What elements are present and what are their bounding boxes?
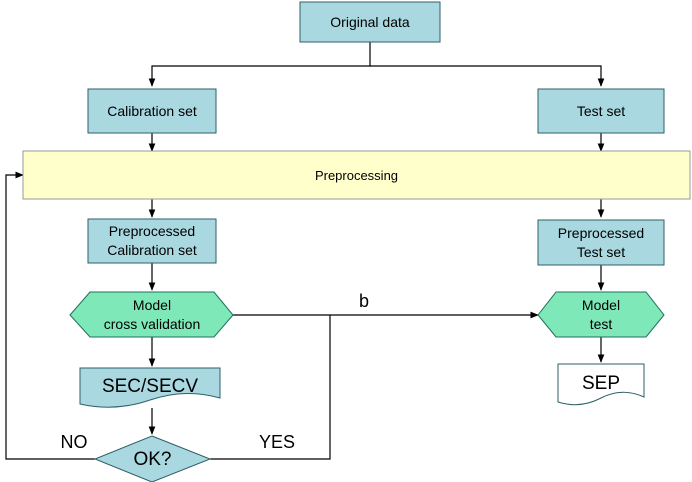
node-ok: OK?	[133, 448, 172, 470]
node-test-set: Test set	[576, 102, 626, 119]
node-model-cross-validation: Model cross validation	[103, 296, 201, 332]
node-original-data: Original data	[330, 13, 410, 30]
box-calibration-set	[87, 88, 217, 134]
hexagon-model-test	[537, 291, 665, 338]
node-preprocessed-calibration-set: Preprocessed Calibration set	[107, 223, 197, 258]
box-preprocessing	[22, 150, 691, 200]
node-preprocessing: Preprocessing	[314, 167, 399, 183]
node-calibration-set: Calibration set	[107, 102, 197, 119]
arrow-original-to-calibration	[148, 42, 371, 87]
hexagon-model-cross-validation	[69, 291, 234, 338]
node-preprocessed-test-set: Preprocessed Test set	[557, 224, 645, 260]
box-preprocessed-calibration-set	[87, 218, 217, 264]
node-sep: SEP	[581, 372, 621, 394]
diamond-ok	[93, 435, 212, 482]
edge-label-yes: YES	[258, 431, 296, 452]
box-original-data	[299, 1, 441, 43]
arrow-no-loop-to-preprocessing	[5, 171, 95, 460]
document-sep	[557, 363, 645, 406]
edge-label-no: NO	[60, 431, 88, 452]
line-yes-to-b	[210, 315, 331, 460]
box-preprocessed-test-set	[537, 219, 665, 266]
box-test-set	[537, 88, 665, 134]
node-model-test: Model test	[581, 296, 621, 332]
arrow-original-to-test	[370, 65, 605, 87]
node-sec-secv: SEC/SECV	[101, 375, 199, 397]
document-sec-secv	[79, 367, 221, 408]
edge-label-b: b	[358, 290, 369, 311]
connectors	[5, 42, 605, 460]
